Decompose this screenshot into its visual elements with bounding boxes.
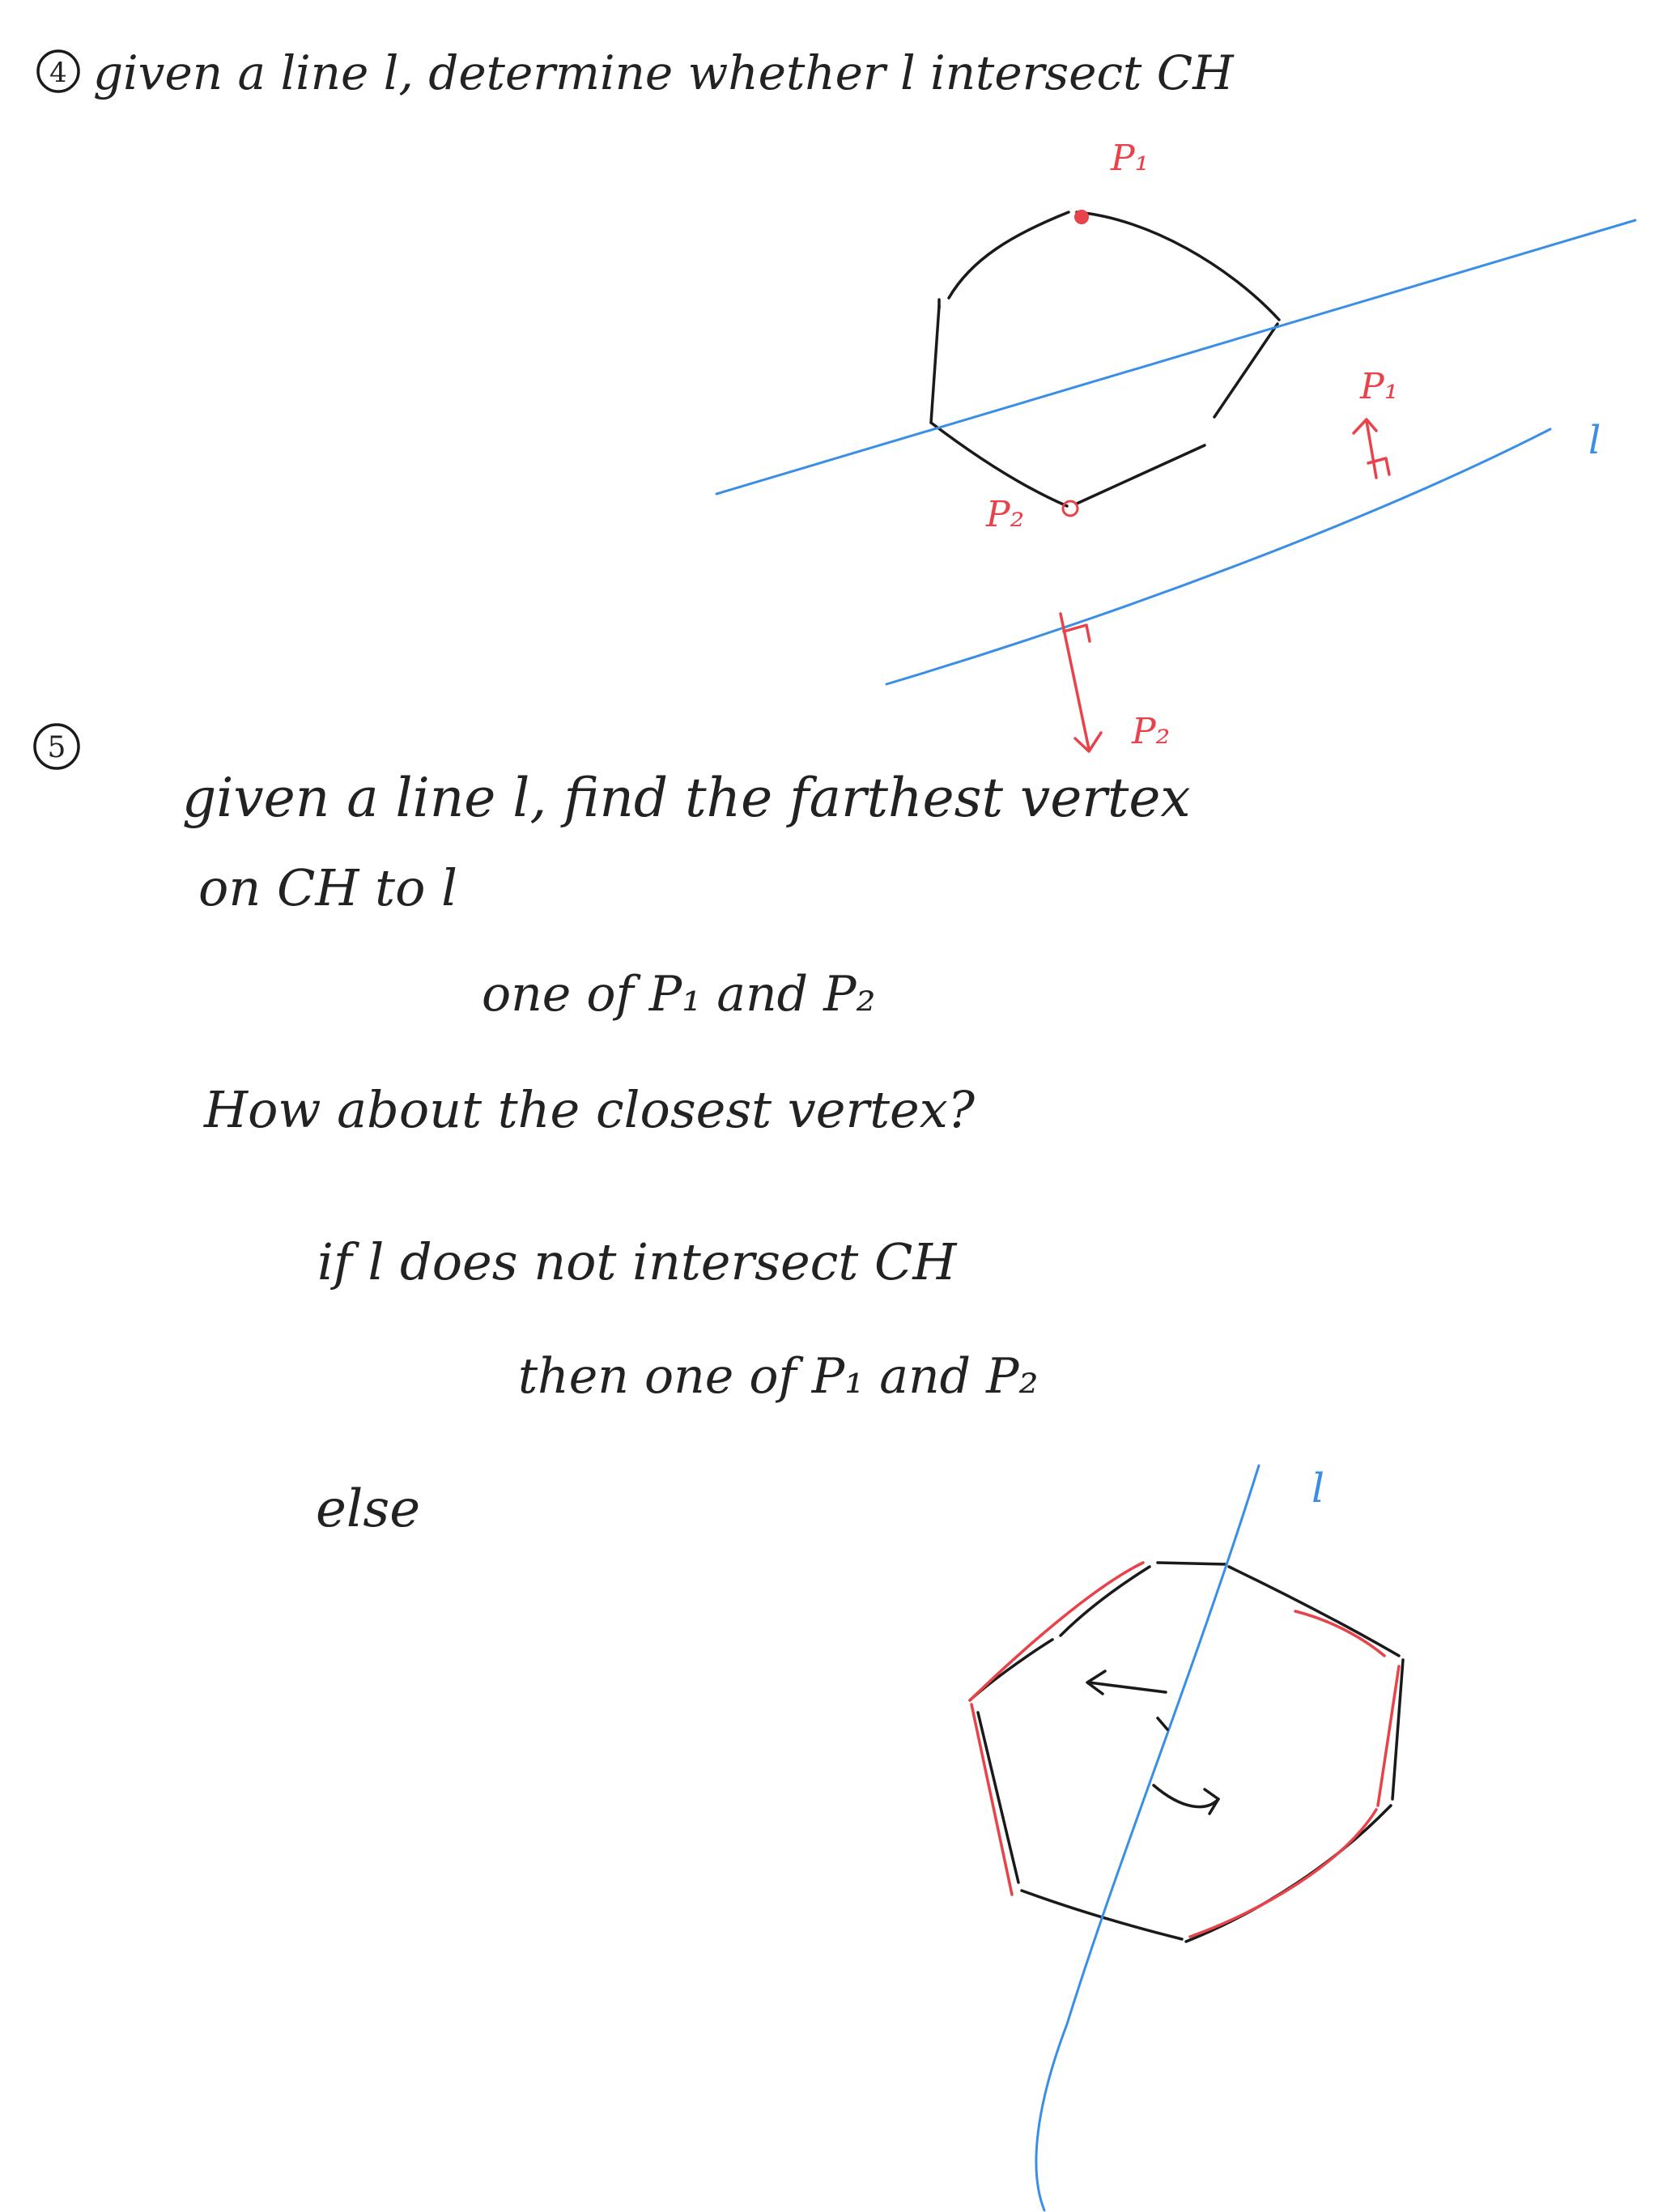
section-4-number: 4 — [49, 57, 67, 89]
normal-arrow-down — [1059, 612, 1090, 751]
hull-edge — [1020, 1889, 1184, 1941]
hull-edge — [976, 1711, 1020, 1884]
right-angle-mark — [1367, 457, 1391, 476]
left-arrowhead — [1086, 1670, 1107, 1695]
normal-arrowhead-up — [1352, 418, 1378, 435]
line-intersecting-hull — [715, 219, 1637, 496]
line-l — [885, 428, 1552, 686]
normal-p2-label: P₂ — [1131, 711, 1170, 752]
line-l-label: l — [1588, 418, 1601, 463]
right-arrowhead — [1203, 1788, 1220, 1815]
section-5-line-7: else — [316, 1479, 420, 1539]
hull-edge — [1391, 1658, 1405, 1801]
section-5-line-1: given a line l, find the farthest vertex — [182, 767, 1191, 829]
section-5-number: 5 — [48, 731, 66, 764]
hull-edge — [1075, 444, 1206, 505]
hull-edge — [1156, 1561, 1228, 1566]
convex-hull-top — [929, 211, 1281, 508]
red-edge — [1188, 1808, 1378, 1938]
vertex-p1-dot — [1074, 210, 1089, 224]
section-4-number-circle — [36, 49, 80, 93]
red-edge — [1376, 1665, 1401, 1807]
section-5: 5 P₂ given a line l, find the farthest v… — [33, 711, 1405, 2212]
line-l-label-bottom: l — [1312, 1465, 1324, 1512]
normal-arrow-up — [1365, 419, 1378, 479]
hull-edge — [1059, 1565, 1151, 1637]
hull-edge — [968, 1638, 1054, 1702]
hull-edge — [929, 421, 1069, 508]
section-5-line-3: one of P₁ and P₂ — [482, 966, 876, 1023]
red-edge — [968, 1561, 1145, 1702]
section-5-line-6: then one of P₁ and P₂ — [518, 1348, 1039, 1405]
arrow-tick — [1156, 1716, 1169, 1731]
red-edge — [1294, 1610, 1386, 1657]
section-4-title: given a line l, determine whether l inte… — [93, 45, 1235, 100]
hull-edge — [1075, 211, 1281, 321]
line-l-crossing — [1035, 1464, 1261, 2212]
hull-edge — [929, 304, 941, 424]
normal-p1-label: P₁ — [1359, 366, 1398, 407]
normal-arrowhead-down — [1073, 731, 1103, 753]
hull-edge — [947, 211, 1070, 300]
section-5-line-5: if l does not intersect CH — [317, 1232, 958, 1291]
red-edge — [970, 1703, 1014, 1896]
vertex-p2-dot — [1061, 500, 1079, 517]
right-arrow — [1152, 1784, 1220, 1809]
section-5-line-4: How about the closest vertex? — [203, 1080, 976, 1139]
right-angle-mark — [1062, 623, 1091, 643]
hull-edge — [1184, 1804, 1392, 1943]
hull-edge-highlights — [968, 1561, 1401, 1938]
left-arrow — [1087, 1681, 1167, 1694]
convex-hull-bottom — [968, 1561, 1405, 1943]
section-5-number-circle — [33, 723, 80, 770]
hull-edge — [1227, 1565, 1401, 1657]
section-5-line-2: on CH to l — [198, 858, 457, 917]
vertex-p2-label: P₂ — [985, 494, 1024, 535]
section-4: 4 given a line l, determine whether l in… — [36, 45, 1637, 753]
hull-edge — [1213, 322, 1279, 419]
vertex-p1-label: P₁ — [1110, 138, 1149, 179]
